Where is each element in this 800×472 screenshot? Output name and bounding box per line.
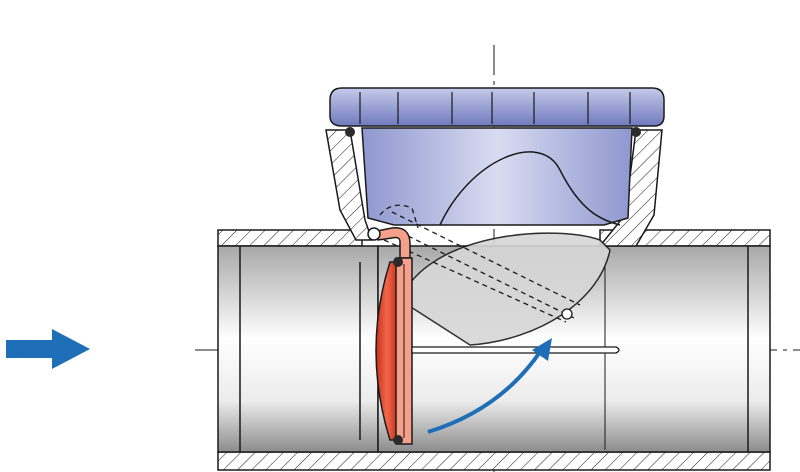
cap-inner-curve xyxy=(439,151,621,226)
seal-ring-icon xyxy=(393,257,403,267)
hinge-pin-icon xyxy=(367,227,381,241)
pipe-wall-top-left xyxy=(217,229,363,247)
flap-guide-rod xyxy=(411,346,620,354)
seal-ring-icon xyxy=(393,435,403,445)
flap-open-position xyxy=(379,204,581,323)
swing-flap-disc xyxy=(375,261,399,441)
pipe-bore-left xyxy=(217,245,379,453)
swing-arc-arrow-icon xyxy=(427,350,542,434)
cap-ribs xyxy=(359,92,631,124)
seal-ring-icon xyxy=(631,127,641,137)
cap-lower-dome xyxy=(399,232,611,346)
screw-cap-body xyxy=(361,127,633,226)
pipe-wall-bottom xyxy=(217,451,771,471)
flow-direction-arrow-icon xyxy=(6,329,90,369)
seal-ring-icon xyxy=(345,127,355,137)
seal-ring-icon xyxy=(561,308,573,320)
screw-cap-top xyxy=(329,87,665,127)
